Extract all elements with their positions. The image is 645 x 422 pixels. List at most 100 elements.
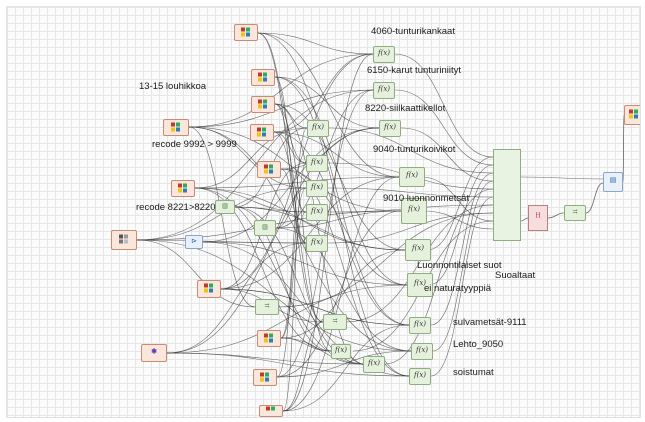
connection-wire [136,239,256,308]
connection-wire [420,176,494,222]
tool-node[interactable]: ▥ [215,200,235,214]
connection-wire [194,176,400,189]
raster-calculator-node[interactable]: f(x) [411,343,433,360]
merge-tool-node[interactable]: ⇉ [323,314,347,330]
function-icon: f(x) [413,278,427,287]
source-raster-node[interactable] [259,405,283,417]
filter-tool-node[interactable]: ⊳ [185,235,203,249]
connection-wire [220,53,374,290]
raster-calculator-node[interactable]: f(x) [409,317,431,334]
raster-calculator-node[interactable]: f(x) [405,239,431,261]
label-4060: 4060-tunturikankaat [371,26,455,37]
raster-calculator-node[interactable]: f(x) [306,204,328,221]
connection-wire [585,182,604,214]
raster-calculator-node[interactable]: f(x) [407,273,433,297]
output-tool-node[interactable]: ▤ [603,172,623,192]
label-recode-9992: recode 9992 > 9999 [152,139,237,150]
connection-wire [384,188,494,365]
raster-calculator-node[interactable]: f(x) [307,120,329,137]
raster-calculator-node[interactable]: f(x) [399,167,425,187]
connection-wire [430,196,494,377]
connection-wire [202,241,408,286]
function-icon: f(x) [407,204,421,213]
connection-wire [274,76,380,129]
connection-wire [273,131,307,164]
function-icon: f(x) [334,346,348,355]
raster-icon [260,372,270,382]
connection-wire [394,53,494,158]
connection-wire [274,103,406,251]
raster-icon [629,109,639,119]
raster-calculator-node[interactable]: f(x) [401,198,427,224]
label-soistumat: soistumat [453,367,494,378]
connection-wire [282,324,410,412]
raster-icon [258,72,268,82]
model-canvas[interactable]: ✱ ⊳ ▥ ▥ ⇉ ⇉ ⇉ ▤ f(x) f(x) f(x) f(x) f(x)… [6,6,641,418]
raster-calculator-node[interactable]: f(x) [306,180,328,197]
raster-icon [257,127,267,137]
function-icon: f(x) [310,183,324,191]
tool-icon: ▥ [222,202,228,210]
connection-wire [202,127,380,243]
connection-wire [426,156,494,251]
raster-calculator-node[interactable]: f(x) [306,235,328,252]
source-raster-node[interactable] [251,69,275,86]
connection-wire [136,239,412,352]
connection-wire [520,176,604,180]
label-sulvametsat: sulvametsät-9111 [453,317,527,328]
connection-wire [274,76,410,377]
connection-wire [136,187,307,241]
source-raster-node[interactable] [257,330,281,347]
connection-wire [166,127,380,354]
merge-icon: ⇉ [332,317,338,325]
raster-calculator-node[interactable]: f(x) [363,356,385,373]
connection-wire [280,127,308,339]
source-raster-node[interactable] [234,24,258,41]
output-raster-node[interactable] [624,105,640,125]
merge-tool-node[interactable]: ⇉ [564,205,586,221]
source-raster-node[interactable] [111,230,137,250]
source-raster-node[interactable]: ✱ [141,344,167,362]
connection-wire [280,168,410,377]
connection-wire [280,211,307,339]
tool-icon: ▤ [609,176,617,185]
raster-calculator-node[interactable]: f(x) [331,344,351,359]
connection-wire [136,89,374,241]
raster-calculator-node[interactable]: f(x) [379,120,401,137]
merge-tool-node[interactable]: ⇉ [255,299,279,315]
connection-wire [257,32,307,164]
source-raster-node[interactable] [197,280,221,298]
connection-wire [275,210,402,229]
connection-wire [275,227,412,352]
source-raster-node[interactable] [171,180,195,197]
raster-icon [266,406,276,415]
connection-wire [136,239,307,244]
tool-node[interactable]: ▥ [254,220,276,236]
connection-wire [273,131,410,326]
raster-calculator-node[interactable]: f(x) [306,155,328,172]
connection-wire [275,187,307,229]
connection-wire [274,76,408,286]
source-raster-node[interactable] [250,124,274,141]
function-icon: f(x) [413,371,427,379]
function-icon: f(x) [415,346,429,354]
label-suoaltaat: Suoaltaat [495,270,536,281]
connection-wire [234,206,406,251]
raster-calculator-node[interactable]: f(x) [373,46,395,63]
raster-calculator-node[interactable]: f(x) [373,82,395,99]
connection-wire [276,89,374,378]
connection-wire [166,242,307,354]
connection-wire [432,180,494,352]
label-luonnontilaiset-suot: Luonnontilaiset suot [417,260,502,271]
source-raster-node[interactable] [253,369,277,386]
connection-wire [622,114,625,183]
aggregation-node[interactable] [493,149,521,241]
combine-node[interactable]: H [528,205,548,231]
raster-calculator-node[interactable]: f(x) [409,368,431,385]
source-raster-node[interactable] [251,96,275,113]
connection-wire [280,168,307,244]
source-raster-node[interactable] [163,119,189,136]
label-8220: 8220-siilkaattikellot [365,103,446,114]
connection-wire [282,162,307,412]
source-raster-node[interactable] [257,161,281,178]
